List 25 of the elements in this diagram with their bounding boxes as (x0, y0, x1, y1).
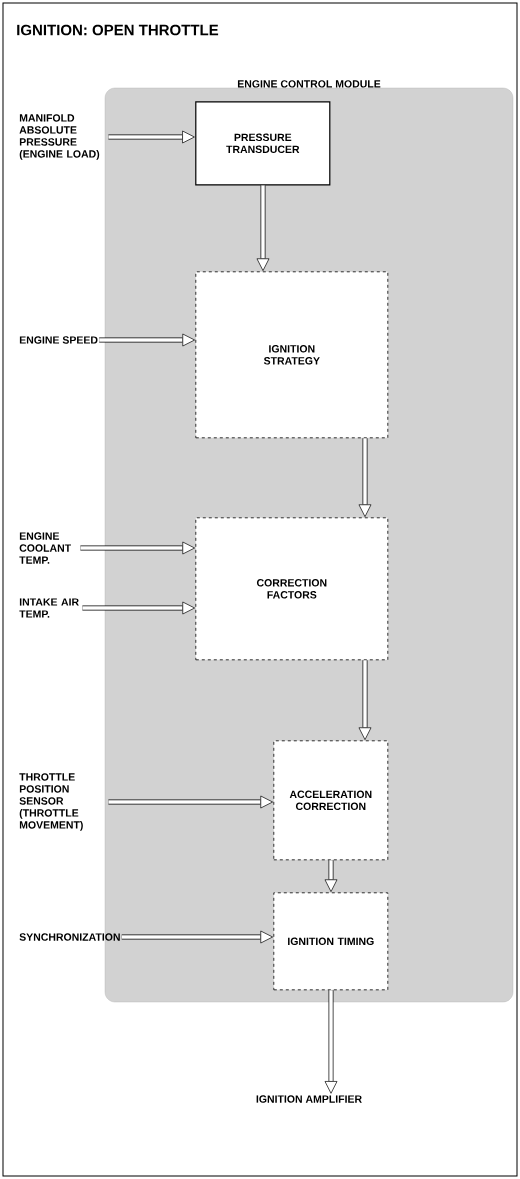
process-box: PRESSURE TRANSDUCER (195, 101, 331, 186)
hollow-arrow (108, 130, 195, 144)
dashed-process-box: IGNITION TIMING (273, 892, 389, 991)
hollow-arrow (358, 660, 372, 740)
dashed-process-box: ACCELERATION CORRECTION (273, 740, 389, 861)
hollow-arrow (256, 185, 270, 271)
input-label: THROTTLE POSITION SENSOR (THROTTLE MOVEMENT) (19, 773, 83, 831)
hollow-arrow (358, 438, 372, 517)
input-label: MANIFOLD ABSOLUTE PRESSURE (ENGINE LOAD) (19, 114, 100, 160)
hollow-arrow (324, 860, 338, 892)
node-label: ENGINE CONTROL MODULE (237, 80, 381, 88)
hollow-arrow (108, 795, 273, 809)
input-label: INTAKE AIR TEMP. (19, 598, 79, 618)
dashed-process-box: IGNITION STRATEGY (195, 271, 389, 439)
input-label: SYNCHRONIZATION (19, 933, 120, 941)
input-label: ENGINE COOLANT TEMP. (19, 532, 71, 564)
hollow-arrow (324, 990, 338, 1094)
input-label: ENGINE SPEED (19, 336, 98, 344)
title: IGNITION: OPEN THROTTLE (17, 24, 219, 36)
hollow-arrow (99, 333, 195, 347)
output-label: IGNITION AMPLIFIER (256, 1095, 362, 1103)
hollow-arrow (82, 601, 195, 615)
hollow-arrow (80, 541, 195, 555)
dashed-process-box: CORRECTION FACTORS (195, 517, 389, 661)
hollow-arrow (121, 930, 273, 944)
